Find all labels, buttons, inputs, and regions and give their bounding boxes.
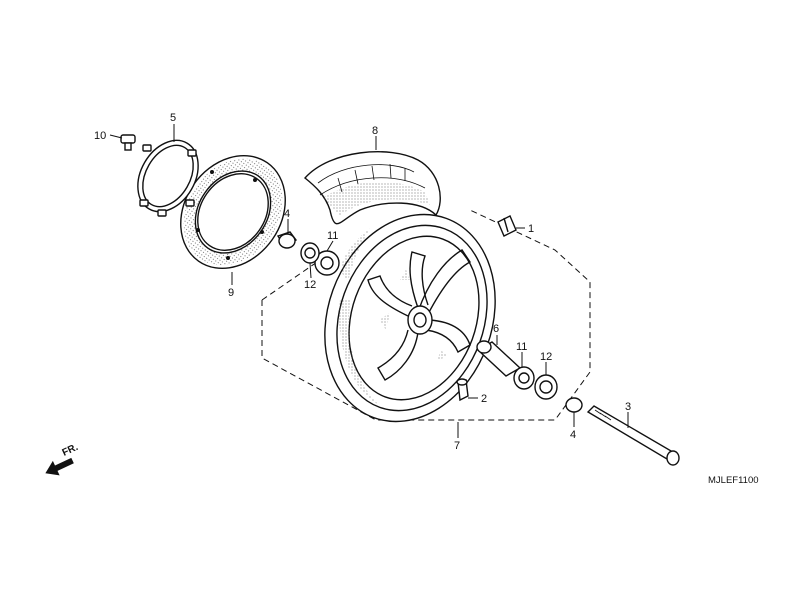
callout-9: 9: [228, 287, 234, 299]
callout-12-left: 12: [304, 279, 316, 291]
front-direction-arrow: [45, 457, 74, 476]
disc-carrier-ring: [137, 139, 199, 217]
brake-disc: [180, 154, 286, 270]
callout-4-right: 4: [570, 429, 576, 441]
bearing-12-right: [534, 374, 558, 400]
distance-collar: [476, 340, 522, 377]
balance-weight: [497, 215, 517, 237]
wheel: [324, 213, 496, 423]
callout-8: 8: [372, 125, 378, 137]
callout-10: 10: [94, 130, 106, 142]
valve-stem: [456, 378, 469, 402]
callout-2: 2: [481, 393, 487, 405]
collar-right: [565, 397, 583, 413]
direction-label: FR.: [61, 442, 80, 459]
bolt: [120, 134, 136, 151]
callout-6: 6: [493, 323, 499, 335]
diagram-code: MJLEF1100: [708, 475, 759, 486]
collar-left: [276, 231, 298, 249]
callout-1: 1: [528, 223, 534, 235]
axle: [586, 405, 680, 466]
bearing-11-left: [314, 250, 340, 276]
callout-11-left: 11: [327, 230, 338, 242]
assembly-boundary-left: [261, 259, 321, 301]
bearing-12-left: [300, 242, 320, 264]
tire: [303, 151, 441, 225]
callout-12-right: 12: [540, 351, 552, 363]
callout-11-right: 11: [516, 341, 527, 353]
callout-5: 5: [170, 112, 176, 124]
assembly-boundary: [261, 209, 591, 421]
leader-lines: [109, 124, 629, 438]
bearing-11-right: [513, 366, 535, 390]
callout-4-left: 4: [284, 208, 290, 220]
callout-3: 3: [625, 401, 631, 413]
callout-7: 7: [454, 440, 460, 452]
